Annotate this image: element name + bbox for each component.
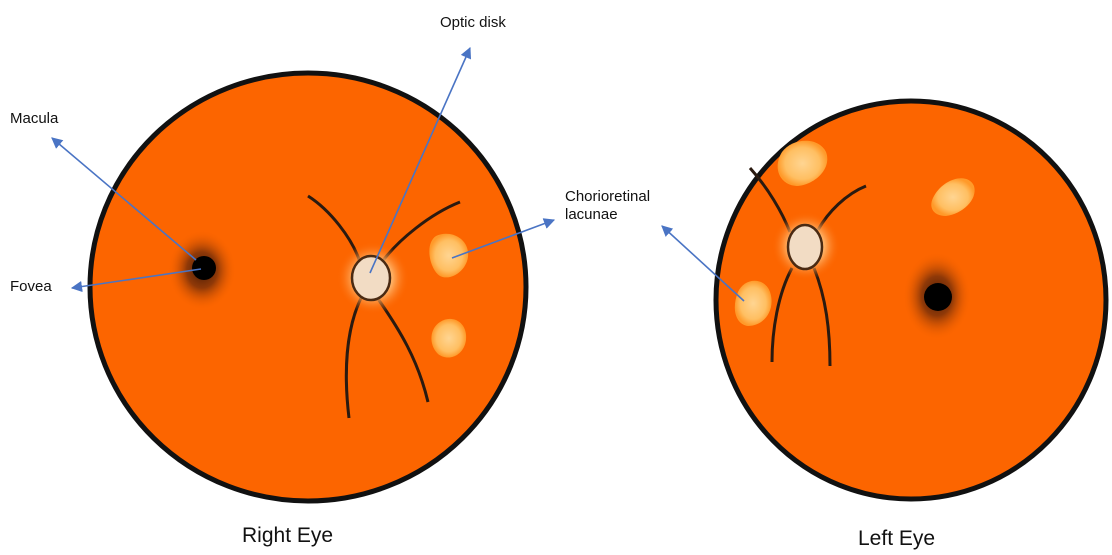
left-fovea-icon [924, 283, 952, 311]
chorioretinal-lacunae-label: Chorioretinal lacunae [565, 188, 650, 224]
chorioretinal-lacunae-line1: Chorioretinal [565, 188, 650, 206]
left-optic-disk-icon [788, 225, 822, 269]
left-eye-caption: Left Eye [858, 527, 935, 551]
macula-label: Macula [10, 110, 58, 128]
optic-disk-label: Optic disk [440, 14, 506, 32]
left-eye-fundus [716, 101, 1106, 499]
chorioretinal-lacunae-line2: lacunae [565, 206, 650, 224]
right-eye-caption: Right Eye [242, 524, 333, 548]
fovea-label: Fovea [10, 278, 52, 296]
right-eye-fundus [90, 73, 526, 501]
right-optic-disk-icon [352, 256, 390, 300]
right-fundus-icon [90, 73, 526, 501]
